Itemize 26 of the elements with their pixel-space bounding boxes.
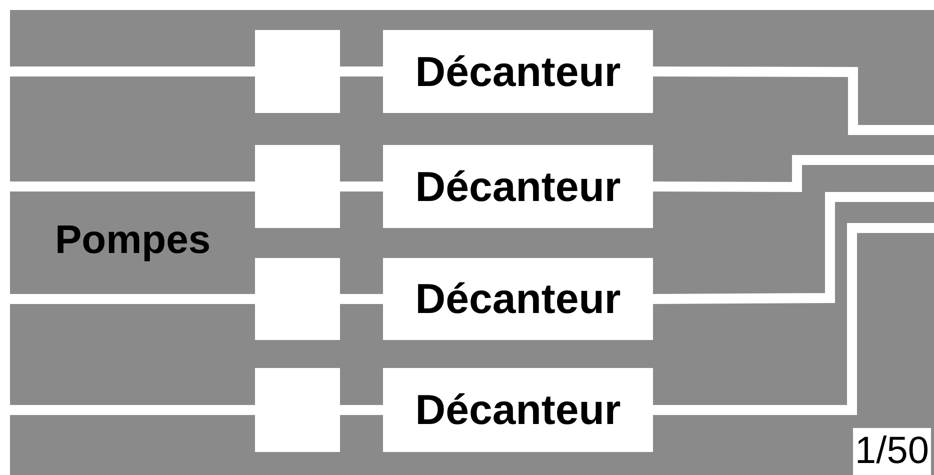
pipe-line — [652, 155, 934, 192]
pipe-line — [652, 192, 934, 304]
scale-label: 1/50 — [853, 428, 931, 475]
settler-label: Décanteur — [415, 48, 621, 96]
pump-box — [255, 145, 340, 228]
pump-box — [255, 258, 340, 340]
pipe-line — [10, 66, 255, 76]
pump-box — [255, 30, 340, 113]
settler-box — [383, 258, 653, 340]
pumps-label: Pompes — [55, 218, 211, 263]
pipe-line — [340, 405, 383, 415]
pipe-line — [10, 182, 255, 192]
pipe-line — [652, 66, 934, 135]
settler-box — [383, 368, 653, 452]
settler-box — [383, 30, 653, 113]
pipe-line — [653, 223, 934, 415]
pipe-line — [10, 405, 255, 415]
settler-box — [383, 145, 653, 228]
pump-box — [255, 368, 340, 452]
settler-label: Décanteur — [415, 275, 621, 323]
settler-label: Décanteur — [415, 162, 621, 210]
pipe-line — [340, 66, 383, 76]
pipe-line — [340, 182, 383, 192]
pipe-line — [10, 294, 255, 304]
pipe-line — [340, 294, 383, 304]
settler-label: Décanteur — [415, 386, 621, 434]
